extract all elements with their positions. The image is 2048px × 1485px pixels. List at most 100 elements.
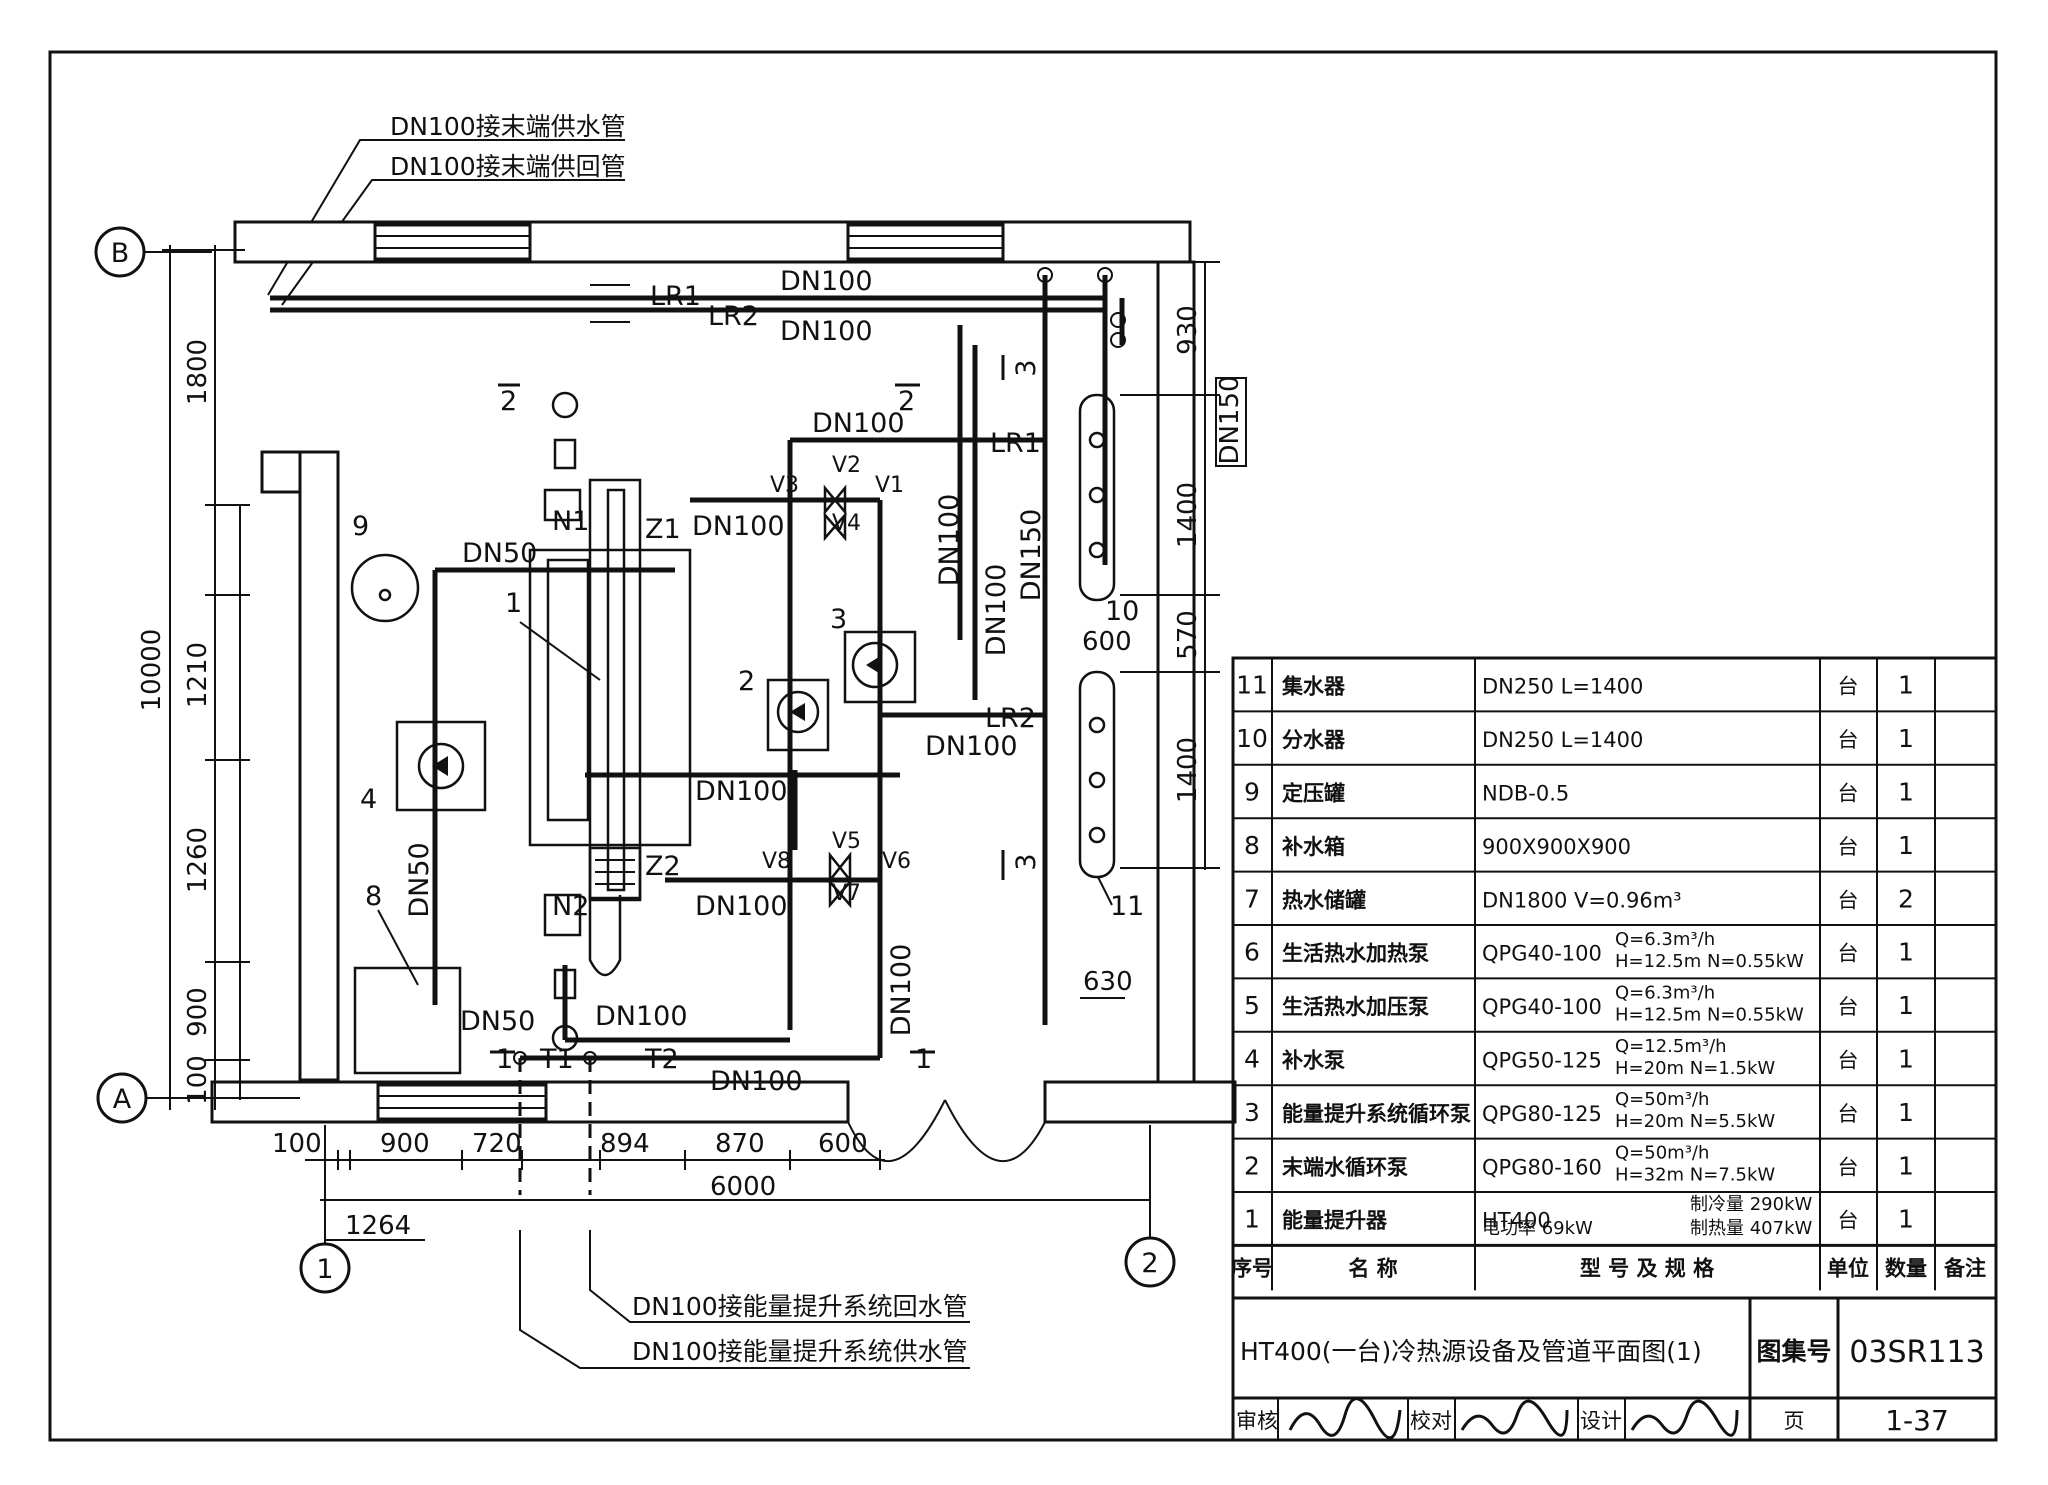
dim-1800: 1800: [183, 339, 213, 405]
lr1-branch: LR1: [990, 428, 1041, 459]
dn50-top: DN50: [462, 538, 537, 569]
table-cell-no: 4: [1244, 1045, 1260, 1074]
v2-label: V2: [832, 453, 861, 478]
table-header-spec: 型 号 及 规 格: [1580, 1256, 1715, 1280]
table-cell-unit: 台: [1838, 835, 1859, 859]
axis-b: B: [111, 238, 130, 269]
section-3a: 3: [1011, 359, 1042, 376]
callout-supply-top: DN100接末端供水管: [390, 112, 626, 141]
dn150-vert: DN150: [1016, 509, 1047, 602]
dim-600h: 600: [818, 1129, 868, 1159]
table-cell-unit: 台: [1838, 782, 1859, 806]
table-cell-unit: 台: [1838, 1155, 1859, 1179]
callout-return-top: DN100接末端供回管: [390, 152, 626, 181]
table-cell-name: 生活热水加压泵: [1282, 995, 1429, 1019]
v4-label: V4: [832, 511, 861, 536]
dim-930: 930: [1173, 305, 1203, 355]
table-cell-no: 3: [1244, 1098, 1260, 1127]
dn50-vert: DN50: [404, 842, 435, 917]
table-cell-spec-detail: H=12.5m N=0.55kW: [1615, 1004, 1804, 1025]
table-header-note: 备注: [1943, 1256, 1986, 1280]
equip-4-label: 4: [360, 784, 377, 815]
table-cell-spec: QPG40-100: [1482, 995, 1602, 1019]
table-cell-no: 1: [1244, 1205, 1260, 1234]
dim-900v: 900: [183, 987, 213, 1037]
dim-1400a: 1400: [1173, 482, 1203, 548]
dn100-lr1: DN100: [812, 408, 905, 439]
table-cell-spec-detail: Q=50m³/h: [1615, 1143, 1709, 1164]
table-cell-qty: 1: [1898, 831, 1914, 860]
table-cell-qty: 1: [1898, 671, 1914, 700]
callout-supply-bottom: DN100接能量提升系统供水管: [632, 1337, 968, 1366]
n2-label: N2: [552, 891, 589, 922]
table-cell-spec-detail: 电功率 69kW: [1482, 1218, 1593, 1239]
table-cell-name: 末端水循环泵: [1282, 1155, 1408, 1179]
table-cell-qty: 1: [1898, 1151, 1914, 1180]
title-block: HT400(一台)冷热源设备及管道平面图(1) 图集号 03SR113 审核 校…: [1231, 1296, 1998, 1442]
dimensions-left: 1800 10000 1210 1260 900 100: [137, 245, 250, 1110]
table-cell-name: 能量提升器: [1282, 1209, 1388, 1233]
table-cell-no: 8: [1244, 831, 1260, 860]
lr2-branch: LR2: [985, 703, 1036, 734]
atlas-label: 图集号: [1756, 1337, 1831, 1366]
table-cell-spec-detail: H=20m N=1.5kW: [1615, 1058, 1775, 1079]
table-cell-name: 补水箱: [1281, 835, 1345, 859]
table-cell-name: 定压罐: [1282, 782, 1345, 806]
dim-10000: 10000: [137, 629, 167, 712]
section-3b: 3: [1011, 853, 1042, 870]
table-cell-spec: QPG80-160: [1482, 1155, 1602, 1179]
t2-label: T2: [644, 1044, 679, 1075]
table-cell-unit: 台: [1838, 1209, 1859, 1233]
dim-1400b: 1400: [1173, 737, 1203, 803]
dim-100h: 100: [272, 1129, 322, 1159]
dn100-pump2: DN100: [695, 776, 788, 807]
callout-return-bottom: DN100接能量提升系统回水管: [632, 1292, 968, 1321]
axis-2: 2: [1141, 1248, 1158, 1279]
v5-label: V5: [832, 829, 861, 854]
axis-markers: B A 1 2: [94, 226, 1176, 1294]
table-cell-name: 集水器: [1281, 675, 1346, 699]
dn100-right-vert: DN100: [886, 944, 917, 1037]
table-cell-qty: 1: [1898, 1205, 1914, 1234]
dn100-mid: DN100: [692, 511, 785, 542]
atlas-number: 03SR113: [1849, 1335, 1984, 1370]
equip-3-label: 3: [830, 604, 847, 635]
table-cell-unit: 台: [1838, 942, 1859, 966]
room-walls: [162, 220, 1237, 1163]
equip-2-label: 2: [738, 666, 755, 697]
design-label: 设计: [1580, 1409, 1622, 1433]
dim-6000: 6000: [710, 1172, 776, 1202]
z2-label: Z2: [645, 851, 681, 882]
dim-630: 630: [1083, 967, 1133, 997]
dn100-lr2: DN100: [925, 731, 1018, 762]
table-cell-spec-detail: H=20m N=5.5kW: [1615, 1111, 1775, 1132]
equipment: N1 N2 Z1 Z2 1 2 3 4 8 9 10: [350, 355, 1144, 1075]
lr1-top: LR1: [650, 281, 701, 312]
table-cell-name: 能量提升系统循环泵: [1282, 1102, 1471, 1126]
pipes: LR1 LR2 DN100 DN100 DN100 DN150 DN100 DN…: [270, 266, 1126, 1195]
axis-1: 1: [316, 1254, 333, 1285]
dim-720: 720: [472, 1129, 522, 1159]
section-2a: 2: [500, 386, 517, 417]
page-number: 1-37: [1885, 1404, 1949, 1437]
table-cell-spec-detail: H=32m N=7.5kW: [1615, 1165, 1775, 1186]
dim-1264: 1264: [345, 1211, 411, 1241]
table-cell-qty: 1: [1898, 938, 1914, 967]
table-cell-spec-detail: 制热量 407kW: [1690, 1218, 1813, 1239]
table-cell-spec: DN250 L=1400: [1482, 675, 1643, 699]
dn100-top-b: DN100: [780, 316, 873, 347]
v7-label: V7: [832, 881, 861, 906]
dn100-lower: DN100: [695, 891, 788, 922]
table-cell-spec-detail: H=12.5m N=0.55kW: [1615, 951, 1804, 972]
table-cell-spec-detail: Q=12.5m³/h: [1615, 1036, 1727, 1057]
equip-9-label: 9: [352, 511, 369, 542]
table-cell-qty: 1: [1898, 724, 1914, 753]
dn100-vert-a: DN100: [934, 494, 965, 587]
equip-8-label: 8: [365, 881, 382, 912]
table-cell-qty: 2: [1898, 884, 1914, 913]
dn100-top-a: DN100: [780, 266, 873, 297]
equip-11-label: 11: [1110, 891, 1144, 922]
axis-a: A: [113, 1084, 132, 1115]
